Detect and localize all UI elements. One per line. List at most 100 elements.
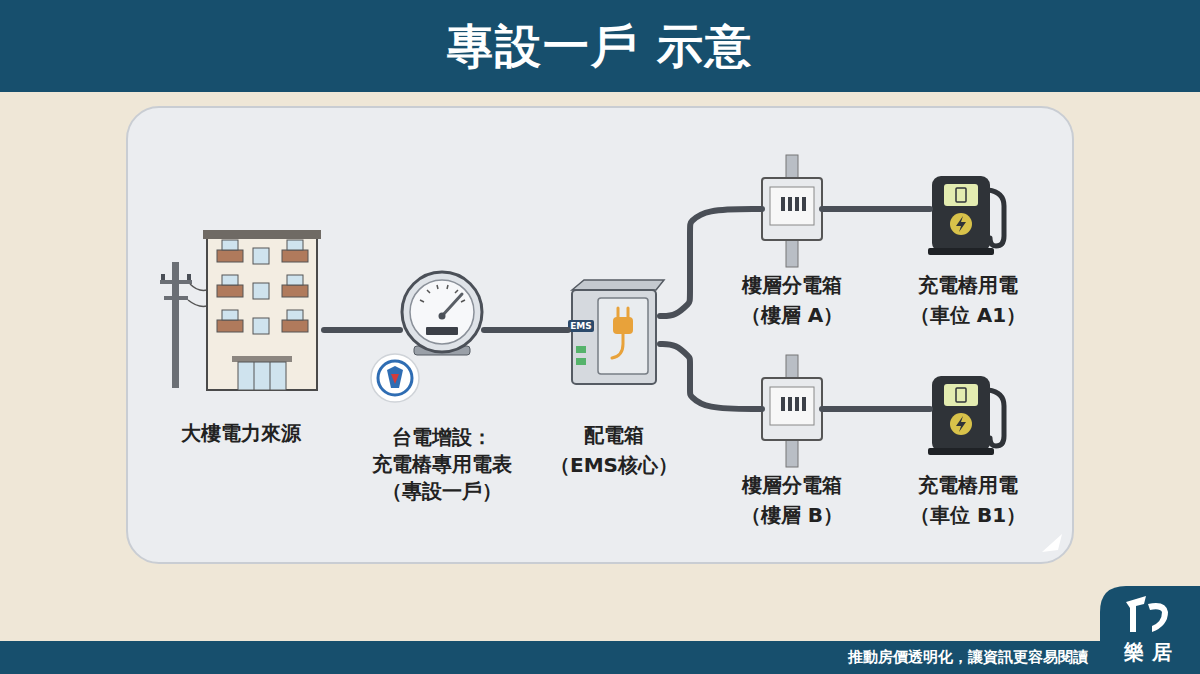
building-body: [207, 236, 317, 390]
plug-body: [613, 317, 633, 334]
taipower-logo-ring: [378, 361, 412, 395]
node-caption: 樓層分電箱 （樓層 B）: [730, 470, 855, 530]
footer-slogan: 推動房價透明化，讓資訊更容易閱讀: [848, 645, 1088, 669]
floor-panel-node: 樓層分電箱 （樓層 A）: [762, 178, 822, 240]
charger-base: [928, 248, 994, 255]
balcony: [282, 320, 308, 332]
ems-tag-text: EMS: [568, 320, 594, 332]
panel-window: [770, 387, 814, 425]
meter-face: [410, 280, 474, 344]
node-caption: 台電增設： 充電樁專用電表 （專設一戶）: [362, 424, 522, 505]
plug-cord: [612, 334, 623, 358]
charger-body: [932, 176, 990, 252]
power-line: [660, 344, 762, 409]
charger-hose: [988, 190, 1004, 246]
node-caption: 充電樁用電 （車位 B1）: [901, 470, 1036, 530]
meter-node: 台電增設： 充電樁專用電表 （專設一戶）: [400, 272, 484, 356]
door-frame: [254, 362, 270, 390]
ems-tag: [568, 320, 594, 332]
node-label: 樓層分電箱 （樓層 B）: [730, 470, 855, 530]
taipower-logo-mark: [387, 366, 403, 388]
node-caption: 配電箱 （EMS核心）: [539, 420, 689, 480]
balcony: [282, 250, 308, 262]
charger-screen: [944, 384, 978, 406]
ems-box-illustration: [568, 280, 664, 384]
charger-b1-illustration: [928, 376, 1004, 455]
logo-tab: [1100, 586, 1200, 674]
node-caption: 充電樁用電 （車位 A1）: [901, 270, 1036, 330]
window: [222, 240, 238, 250]
bolt-icon: [956, 416, 966, 432]
node-label: 大樓電力來源: [161, 420, 321, 447]
indicator-light: [576, 346, 586, 353]
power-line: [324, 327, 400, 333]
window: [222, 310, 238, 320]
ems-box-node: 配電箱 （EMS核心）: [568, 280, 660, 384]
taipower-logo-mark: [391, 374, 399, 384]
charger-node: 充電樁用電 （車位 B1）: [930, 374, 1006, 458]
breakers: [781, 397, 806, 411]
panel-window: [770, 187, 814, 225]
node-caption: 樓層分電箱 （樓層 A）: [730, 270, 855, 330]
window: [253, 248, 269, 264]
power-wire: [188, 284, 207, 306]
footer-band: [0, 641, 1200, 674]
node-label: 充電樁用電 （車位 A1）: [901, 270, 1036, 330]
charger-base: [928, 448, 994, 455]
diagram-title: 專設一戶 示意: [0, 0, 1200, 92]
breakers: [781, 197, 806, 211]
meter-ring: [402, 272, 482, 352]
taipower-logo: [371, 354, 419, 402]
balcony: [282, 285, 308, 297]
needle-pivot: [439, 313, 446, 320]
panel-box: [762, 178, 822, 240]
balcony: [217, 250, 243, 262]
window: [287, 310, 303, 320]
window: [222, 275, 238, 285]
logo-mark: [1126, 596, 1168, 632]
box-door: [598, 298, 648, 374]
meter-illustration: [371, 272, 482, 402]
box-body: [572, 290, 656, 384]
window: [253, 318, 269, 334]
insulator: [187, 274, 191, 280]
balcony: [217, 320, 243, 332]
window: [287, 275, 303, 285]
meter-counter: [426, 327, 458, 335]
indicator-light: [576, 358, 586, 365]
power-line: [822, 206, 930, 212]
window: [287, 240, 303, 250]
insulator: [161, 274, 165, 280]
node-caption: 大樓電力來源: [161, 420, 321, 447]
node-label: 台電增設： 充電樁專用電表 （專設一戶）: [362, 424, 522, 505]
pole-crossbar: [160, 280, 192, 284]
building-illustration: [160, 230, 321, 390]
charger-node: 充電樁用電 （車位 A1）: [930, 174, 1006, 258]
charger-hose: [988, 390, 1004, 446]
plug-prongs: [618, 308, 628, 318]
bolt-icon: [956, 216, 966, 232]
panel-box: [762, 378, 822, 440]
brand-name: 樂居: [1124, 637, 1180, 667]
window: [253, 283, 269, 299]
charger-body: [932, 376, 990, 452]
node-label: 樓層分電箱 （樓層 A）: [730, 270, 855, 330]
power-source-node: 大樓電力來源: [158, 230, 324, 390]
floor-panel-node: 樓層分電箱 （樓層 B）: [762, 378, 822, 440]
battery-icon: [956, 188, 966, 202]
charger-emblem: [950, 413, 972, 435]
page-curl: [1042, 534, 1062, 552]
power-line: [660, 209, 762, 316]
brand-logo: [1100, 586, 1200, 674]
charger-a1-illustration: [928, 176, 1004, 255]
balcony: [217, 285, 243, 297]
power-line: [484, 327, 568, 333]
meter-needle: [442, 294, 462, 316]
pole-crossbar: [164, 296, 188, 300]
node-label: 充電樁用電 （車位 B1）: [901, 470, 1036, 530]
charger-screen: [944, 184, 978, 206]
node-label: 配電箱 （EMS核心）: [539, 420, 689, 480]
panel: [127, 107, 1073, 563]
